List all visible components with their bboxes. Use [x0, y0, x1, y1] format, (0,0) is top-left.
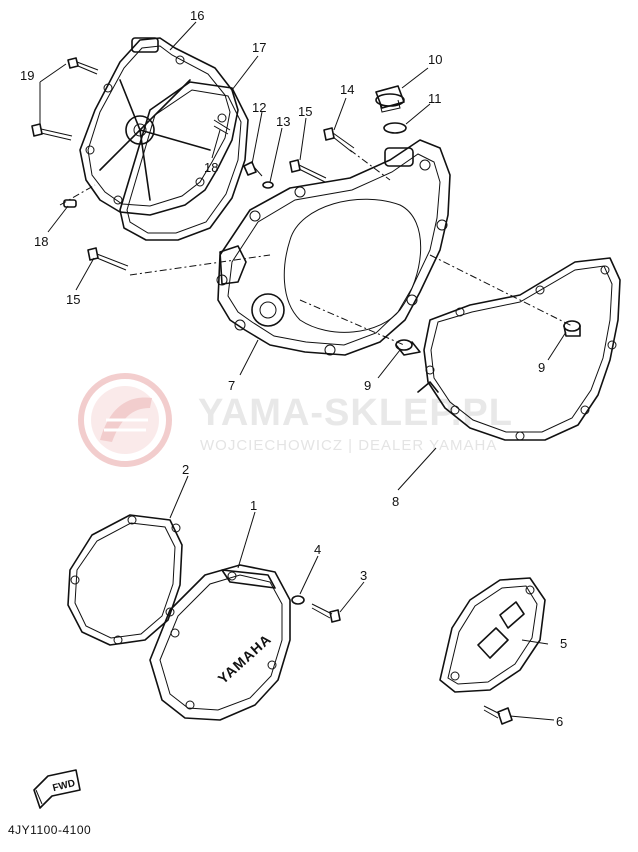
callout-5: 5 [560, 636, 567, 651]
callout-16: 16 [190, 8, 204, 23]
oil-filler-cap-10 [375, 85, 405, 113]
gasket-2 [67, 514, 183, 646]
watermark-subtitle: WOJCIECHOWICZ | DEALER YAMAHA [200, 437, 497, 454]
bolt-12 [243, 161, 263, 177]
crankcase-gasket-8 [417, 257, 621, 441]
dowel-9-left [395, 339, 421, 356]
leader-lines [39, 21, 567, 721]
callout-9-left: 9 [364, 378, 371, 393]
clutch-cover-assembly [79, 37, 239, 216]
callout-4: 4 [314, 542, 321, 557]
callout-1: 1 [250, 498, 257, 513]
callout-9-right: 9 [538, 360, 545, 375]
alignment-line [59, 184, 96, 206]
bolt-15-lower [87, 247, 129, 271]
callout-6: 6 [556, 714, 563, 729]
callout-labels: 16 17 19 10 11 14 12 13 15 18 18 15 7 9 … [20, 8, 567, 729]
dowel-pin-18-upper [213, 119, 231, 135]
fwd-label: FWD [52, 778, 77, 794]
callout-13: 13 [276, 114, 290, 129]
callout-7: 7 [228, 378, 235, 393]
dowel-9-right [563, 320, 581, 337]
bolt-19-upper [67, 57, 99, 75]
bolt-19-lower [31, 123, 73, 141]
alignment-line [349, 149, 391, 181]
washer-4 [291, 595, 305, 605]
brand-mark: YAMAHA [215, 631, 275, 687]
clutch-cover-gasket [119, 81, 249, 241]
watermark-logo-icon [78, 373, 172, 467]
bolt-14 [323, 127, 355, 153]
callout-14: 14 [340, 82, 354, 97]
callout-3: 3 [360, 568, 367, 583]
fwd-arrow-icon: FWD [33, 769, 81, 809]
callout-2: 2 [182, 462, 189, 477]
generator-cover-1: YAMAHA [149, 564, 291, 721]
callout-8: 8 [392, 494, 399, 509]
bolt-6 [483, 705, 513, 725]
bolt-3 [311, 603, 341, 623]
alignment-line [299, 299, 405, 346]
o-ring-11 [383, 122, 407, 134]
sprocket-guard-5 [439, 577, 546, 693]
callout-17: 17 [252, 40, 266, 55]
callout-11: 11 [428, 91, 442, 106]
callout-15-upper: 15 [298, 104, 312, 119]
callout-15-lower: 15 [66, 292, 80, 307]
callout-18-lower: 18 [34, 234, 48, 249]
bolt-15-upper [289, 159, 327, 183]
crankcase-cover [216, 139, 451, 356]
dowel-pin-18 [63, 199, 77, 208]
callout-18-upper: 18 [204, 160, 218, 175]
callout-19: 19 [20, 68, 34, 83]
callout-10: 10 [428, 52, 442, 67]
alignment-line [429, 254, 573, 327]
alignment-line [129, 254, 271, 276]
part-code: 4JY1100-4100 [8, 823, 91, 837]
washer-13 [262, 181, 274, 189]
watermark: YAMA-SKLEP.PL WOJCIECHOWICZ | DEALER YAM… [78, 373, 513, 467]
watermark-title: YAMA-SKLEP.PL [198, 392, 513, 434]
callout-12: 12 [252, 100, 266, 115]
